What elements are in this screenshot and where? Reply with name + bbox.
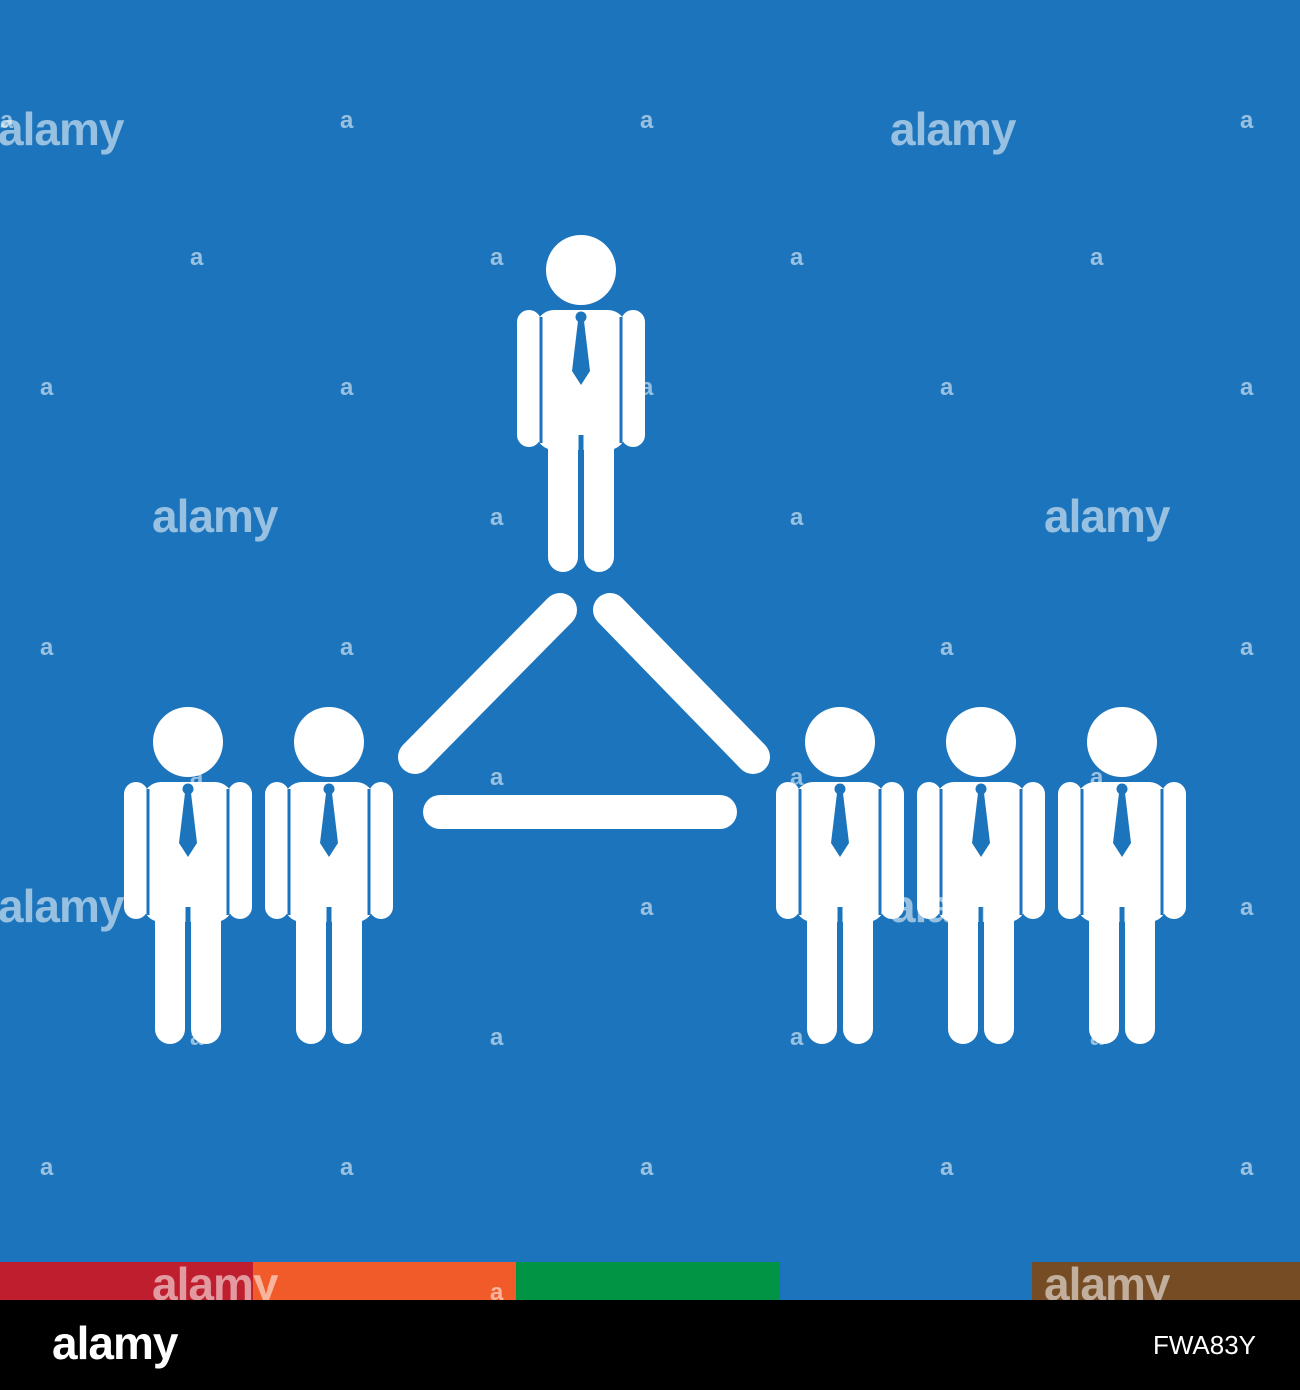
watermark-letter: a	[640, 1154, 654, 1181]
watermark-letter: a	[940, 374, 954, 401]
watermark-letter: a	[1240, 1154, 1254, 1181]
watermark-letter: a	[340, 634, 354, 661]
businessman-icon	[265, 707, 393, 1044]
color-stripe	[780, 1262, 1032, 1300]
color-stripes	[0, 1262, 1300, 1300]
people-network-illustration: alamy alamy alamy alamy alamy alamy alamy alamy…	[0, 0, 1300, 1300]
businessman-icon	[124, 707, 252, 1044]
watermark-letter: a	[490, 504, 504, 531]
watermark-letter: a	[190, 764, 204, 791]
businessman-icon	[776, 707, 904, 1044]
watermark-letter: a	[1090, 1024, 1104, 1051]
watermark-letter: a	[0, 107, 14, 134]
watermark-letter: a	[790, 764, 804, 791]
watermark-letter: a	[1240, 107, 1254, 134]
watermark-word: alamy	[890, 880, 1017, 932]
watermark-letter: a	[1090, 764, 1104, 791]
watermark-letter: a	[340, 374, 354, 401]
footer-bar: alamy FWA83Y	[0, 1300, 1300, 1390]
watermark-word: alamy	[0, 880, 125, 932]
watermark-letter: a	[940, 1154, 954, 1181]
footer-image-id: FWA83Y	[1152, 1330, 1256, 1360]
watermark-word: alamy	[890, 103, 1017, 155]
watermark-letter: a	[790, 244, 804, 271]
footer-logo: alamy	[52, 1317, 178, 1369]
watermark-letter: a	[40, 1154, 54, 1181]
connection-triangle-icon	[398, 593, 770, 829]
watermark-word: alamy	[1044, 490, 1171, 542]
watermark-word: alamy	[0, 103, 125, 155]
people-group	[124, 235, 1186, 1044]
watermark-letter: a	[490, 1279, 504, 1300]
businessman-icon	[517, 235, 645, 572]
watermark-letter: a	[940, 634, 954, 661]
watermark-letter: a	[490, 244, 504, 271]
color-stripe	[1032, 1262, 1300, 1300]
watermark-letter: a	[790, 1024, 804, 1051]
connection-line-left	[398, 593, 577, 774]
watermark-letter: a	[490, 1024, 504, 1051]
watermark-letter: a	[640, 894, 654, 921]
watermark-letter: a	[340, 107, 354, 134]
color-stripe	[516, 1262, 780, 1300]
watermark-letter: a	[1240, 374, 1254, 401]
businessman-icon	[1058, 707, 1186, 1044]
watermark-letter: a	[1240, 634, 1254, 661]
watermark-letter: a	[640, 107, 654, 134]
watermark-word: alamy	[152, 490, 279, 542]
watermark-letter: a	[490, 764, 504, 791]
watermark-letter: a	[790, 504, 804, 531]
color-stripe	[0, 1262, 253, 1300]
watermark-letter: a	[40, 374, 54, 401]
watermark-letter: a	[40, 634, 54, 661]
connection-line-right	[593, 593, 770, 774]
watermark-layer: alamy alamy alamy alamy alamy alamy alamy alamy…	[0, 103, 1254, 1300]
businessman-icon	[917, 707, 1045, 1044]
watermark-word: alamy	[152, 1258, 279, 1300]
watermark-word: alamy	[1044, 1258, 1171, 1300]
watermark-letter: a	[190, 244, 204, 271]
watermark-letter: a	[640, 374, 654, 401]
watermark-letter: a	[1240, 894, 1254, 921]
watermark-letter: a	[340, 894, 354, 921]
watermark-letter: a	[1090, 244, 1104, 271]
watermark-letter: a	[190, 1024, 204, 1051]
color-stripe	[253, 1262, 516, 1300]
watermark-letter: a	[340, 1154, 354, 1181]
